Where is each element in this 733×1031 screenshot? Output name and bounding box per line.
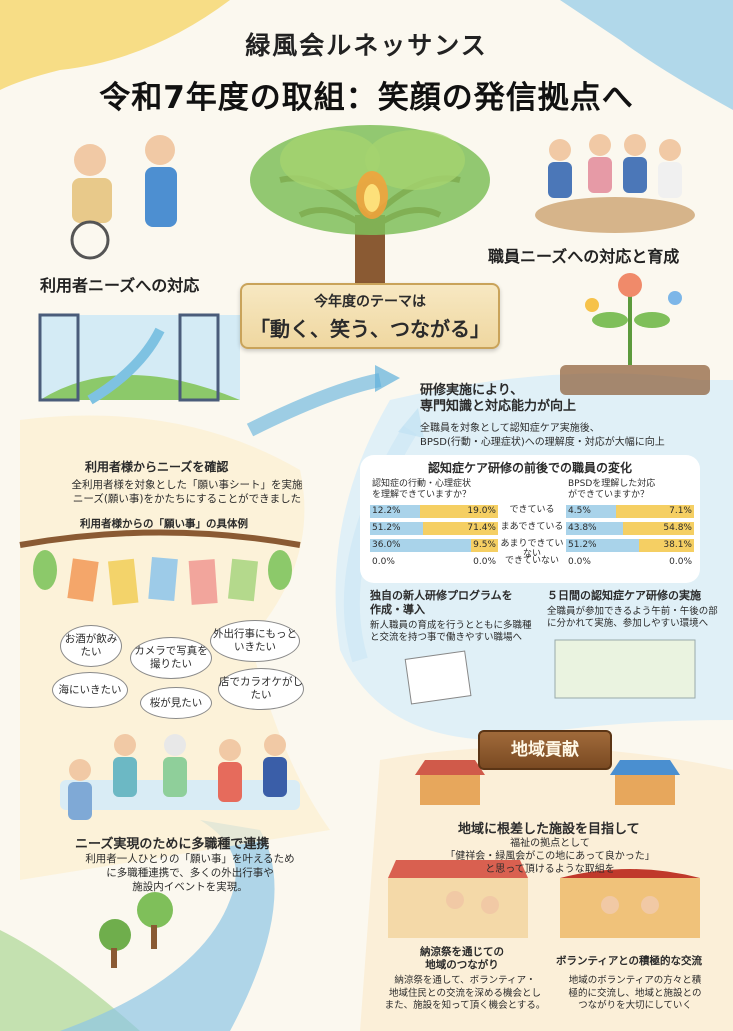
fiveday-title: ５日間の認知症ケア研修の実施 [547, 589, 701, 602]
survey-bar-row: 51.2%71.4% [370, 522, 498, 535]
bar-after: 38.1% [639, 539, 694, 552]
confirm-text-line: 全利用者様を対象とした「願い事シート」を実施 [71, 479, 303, 491]
collab-title: ニーズ実現のために多職種で連携 [75, 837, 270, 852]
survey-left-bars: 12.2%19.0% 51.2%71.4% 36.0%9.5% 0.0% 0.0% [370, 505, 498, 573]
survey-bar-row: 36.0%9.5% [370, 539, 498, 552]
theme-intro: 今年度のテーマは [314, 294, 426, 310]
festival-title-line: 納涼祭を通じての [420, 946, 504, 958]
volunteer-text: 地域のボランティアの方々と積 極的に交流し、地域と施設との つながりを大切にして… [555, 975, 715, 1013]
bar-after: 0.0% [669, 557, 692, 567]
survey-q1-line: 認知症の行動・心理症状 [372, 479, 472, 489]
festival-text-line: 地域住民との交流を深める機会とし [389, 987, 541, 999]
confirm-text: 全利用者様を対象とした「願い事シート」を実施 ニーズ(願い事)をかたちにすること… [52, 478, 322, 506]
training-text-line: 全職員を対象として認知症ケア実施後、 [420, 423, 600, 434]
goal-text: 福祉の拠点として 「健祥会・緑風会がこの地にあって良かった」 と思って頂けるよう… [420, 837, 680, 876]
bar-after: 9.5% [471, 539, 498, 552]
volunteer-text-line: 極的に交流し、地域と施設との [568, 987, 702, 999]
wish-bubble: カメラで写真を撮りたい [130, 637, 212, 679]
fiveday-text-line: に分かれて実施、参加しやすい環境へ [547, 618, 709, 629]
row-label: できていない [504, 556, 559, 566]
fiveday-text-line: 全職員が参加できるよう午前・午後の部 [547, 606, 718, 617]
bar-after: 71.4% [423, 522, 498, 535]
theme-slogan: 「動く、笑う、つながる」 [250, 317, 490, 341]
newhire-title: 独自の新人研修プログラムを 作成・導入 [370, 589, 513, 617]
festival-text-line: 納涼祭を通して、ボランティア・ [394, 975, 536, 986]
volunteer-text-line: 地域のボランティアの方々と積 [568, 975, 702, 986]
survey-bar-row: 51.2%38.1% [566, 539, 694, 552]
right-heading: 職員ニーズへの対応と育成 [488, 247, 680, 266]
survey-q2: BPSDを理解した対応 ができていますか？ [568, 479, 655, 501]
survey-bar-row: 4.5%7.1% [566, 505, 694, 518]
survey-bar-row: 0.0% 0.0% [566, 556, 694, 569]
bar-after: 7.1% [615, 505, 694, 518]
wish-bubble: お酒が飲みたい [60, 625, 122, 667]
bar-before: 43.8% [566, 522, 623, 535]
survey-q1-line: を理解できていますか？ [372, 490, 472, 500]
training-title-line: 専門知識と対応能力が向上 [420, 399, 577, 414]
training-text-line: BPSD(行動・心理症状)への理解度・対応が大幅に向上 [420, 437, 665, 448]
bar-before: 51.2% [370, 522, 424, 535]
survey-q1: 認知症の行動・心理症状 を理解できていますか？ [372, 479, 471, 501]
training-title-line: 研修実施により、 [420, 383, 524, 398]
bar-before: 36.0% [370, 539, 472, 552]
bar-after: 54.8% [622, 522, 694, 535]
goal-title: 地域に根差した施設を目指して [458, 822, 640, 837]
org-name: 緑風会ルネッサンス [245, 31, 488, 60]
goal-text-line: と思って頂けるような取組を [485, 864, 615, 875]
survey-bar-row: 43.8%54.8% [566, 522, 694, 535]
bar-before: 0.0% [568, 557, 591, 567]
row-label: あまりできていない [500, 539, 564, 559]
festival-title: 納涼祭を通じての 地域のつながり [420, 946, 504, 972]
community-sign: 地域貢献 [478, 730, 612, 770]
bar-before: 0.0% [372, 557, 395, 567]
festival-text: 納涼祭を通して、ボランティア・ 地域住民との交流を深める機会とし また、施設を知… [380, 975, 550, 1013]
collab-text-line: に多職種連携で、多くの外出行事や [106, 867, 274, 879]
goal-text-line: 福祉の拠点として [510, 838, 590, 849]
bar-after: 19.0% [420, 505, 498, 518]
newhire-title-line: 独自の新人研修プログラムを [370, 589, 513, 602]
survey-title: 認知症ケア研修の前後での職員の変化 [427, 461, 632, 475]
wish-bubble: 外出行事にもっといきたい [210, 620, 300, 662]
survey-row-labels: できている まあできている あまりできていない できていない [500, 505, 564, 573]
examples-title: 利用者様からの「願い事」の具体例 [80, 518, 248, 530]
training-title: 研修実施により、 専門知識と対応能力が向上 [420, 383, 576, 415]
collab-text: 利用者一人ひとりの「願い事」を叶えるため に多職種連携で、多くの外出行事や 施設… [60, 852, 320, 894]
collab-text-line: 施設内イベントを実現。 [132, 881, 248, 893]
newhire-text: 新人職員の育成を行うとともに多職種 と交流を持つ事で働きやすい職場へ [370, 620, 532, 644]
survey-bar-row: 12.2%19.0% [370, 505, 498, 518]
goal-text-line: 「健祥会・緑風会がこの地にあって良かった」 [445, 851, 655, 862]
wish-bubble: 海にいきたい [52, 672, 128, 708]
row-label: できている [509, 505, 555, 515]
survey-right-bars: 4.5%7.1% 43.8%54.8% 51.2%38.1% 0.0% 0.0% [566, 505, 694, 573]
confirm-title: 利用者様からニーズを確認 [85, 460, 229, 474]
survey-bar-row: 0.0% 0.0% [370, 556, 498, 569]
survey-q2-line: BPSDを理解した対応 [568, 479, 656, 489]
wish-bubble: 店でカラオケがしたい [218, 668, 304, 710]
bar-before: 12.2% [370, 505, 421, 518]
newhire-text-line: 新人職員の育成を行うとともに多職種 [370, 620, 532, 631]
festival-title-line: 地域のつながり [425, 959, 499, 971]
left-heading: 利用者ニーズへの対応 [40, 276, 200, 295]
training-text: 全職員を対象として認知症ケア実施後、 BPSD(行動・心理症状)への理解度・対応… [420, 422, 665, 450]
bar-after: 0.0% [473, 557, 496, 567]
bar-before: 4.5% [566, 505, 616, 518]
newhire-title-line: 作成・導入 [370, 603, 425, 616]
survey-q2-line: ができていますか？ [568, 490, 650, 500]
newhire-text-line: と交流を持つ事で働きやすい職場へ [370, 632, 523, 643]
confirm-text-line: ニーズ(願い事)をかたちにすることができました [72, 493, 302, 505]
volunteer-text-line: つながりを大切にしていく [578, 1000, 692, 1011]
volunteer-title: ボランティアとの積極的な交流 [556, 955, 703, 967]
fiveday-text: 全職員が参加できるよう午前・午後の部 に分かれて実施、参加しやすい環境へ [547, 606, 718, 630]
row-label: まあできている [500, 522, 564, 532]
festival-text-line: また、施設を知って頂く機会とする。 [384, 1000, 546, 1011]
collab-text-line: 利用者一人ひとりの「願い事」を叶えるため [85, 853, 295, 865]
wish-bubble: 桜が見たい [140, 687, 212, 719]
survey-card: 認知症ケア研修の前後での職員の変化 認知症の行動・心理症状 を理解できていますか… [360, 455, 700, 583]
theme-board: 今年度のテーマは 「動く、笑う、つながる」 [240, 283, 500, 349]
main-title: 令和7年度の取組：笑顔の発信拠点へ [99, 80, 634, 116]
bar-before: 51.2% [566, 539, 640, 552]
